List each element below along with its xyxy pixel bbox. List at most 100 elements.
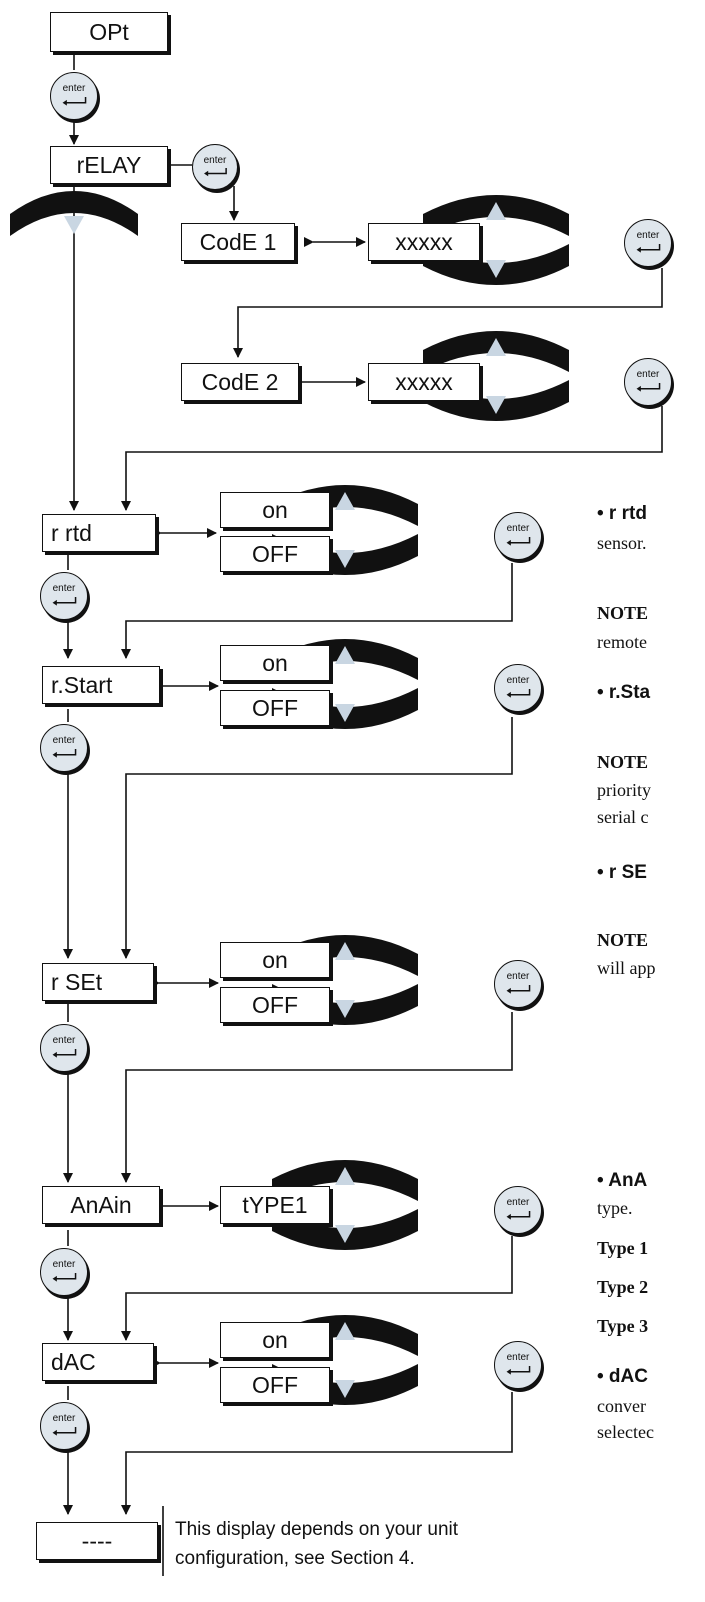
enter-label: enter <box>52 1413 76 1424</box>
r-rtd-off-option[interactable]: OFF <box>220 536 330 572</box>
up-arrow-icon <box>486 202 506 220</box>
enter-label: enter <box>506 675 530 686</box>
off-label: OFF <box>252 991 298 1018</box>
enter-button[interactable]: enter <box>192 144 238 190</box>
up-arrow-icon <box>335 646 355 664</box>
enter-button[interactable]: enter <box>40 572 88 620</box>
enter-button[interactable]: enter <box>494 1341 542 1389</box>
sensor-text: sensor. <box>597 533 647 553</box>
relay-label: rELAY <box>76 151 142 178</box>
enter-button[interactable]: enter <box>494 1186 542 1234</box>
return-arrow-icon <box>506 689 531 698</box>
note1-text: remote <box>597 632 647 652</box>
down-arrow-icon <box>486 396 506 414</box>
anain-value: tYPE1 <box>242 1191 308 1218</box>
note2-line1: priority <box>597 780 651 800</box>
enter-button[interactable]: enter <box>40 1402 88 1450</box>
enter-button[interactable]: enter <box>494 960 542 1008</box>
enter-button[interactable]: enter <box>40 1024 88 1072</box>
down-arrow-icon <box>486 260 506 278</box>
enter-label: enter <box>52 1035 76 1046</box>
enter-button[interactable]: enter <box>494 512 542 560</box>
selected-text: selectec <box>597 1422 654 1442</box>
note2-heading: NOTE <box>597 752 649 772</box>
return-arrow-icon <box>506 985 531 994</box>
dac-box: dAC <box>42 1343 154 1381</box>
return-arrow-icon <box>52 1273 77 1282</box>
enter-button[interactable]: enter <box>624 219 672 267</box>
note3-line1: will app <box>597 958 656 978</box>
r-set-heading: • r SE <box>597 862 647 883</box>
r-start-label: r.Start <box>51 671 113 698</box>
dac-on-option[interactable]: on <box>220 1322 330 1358</box>
enter-button[interactable]: enter <box>50 72 98 120</box>
enter-label: enter <box>506 523 530 534</box>
down-arrow-icon <box>335 704 355 722</box>
type-word: type. <box>597 1198 633 1218</box>
down-paddle-main[interactable] <box>10 191 138 236</box>
opt-box: OPt <box>50 12 168 52</box>
off-label: OFF <box>252 1371 298 1398</box>
r-start-heading: • r.Sta <box>597 682 651 703</box>
r-rtd-box: r rtd <box>42 514 156 552</box>
r-set-box: r SEt <box>42 963 154 1001</box>
note2-line2: serial c <box>597 807 649 827</box>
anain-heading: • AnA <box>597 1170 648 1191</box>
footnote-line1: This display depends on your unit <box>175 1519 459 1540</box>
return-arrow-icon <box>52 1427 77 1436</box>
return-arrow-icon <box>506 1211 531 1220</box>
up-arrow-icon <box>335 942 355 960</box>
anain-box: AnAin <box>42 1186 160 1224</box>
enter-label: enter <box>52 1259 76 1270</box>
enter-button[interactable]: enter <box>494 664 542 712</box>
return-arrow-icon <box>506 1366 531 1375</box>
enter-label: enter <box>52 583 76 594</box>
return-arrow-icon <box>636 383 661 392</box>
r-set-on-option[interactable]: on <box>220 942 330 978</box>
code1-value: xxxxx <box>395 228 453 255</box>
dac-off-option[interactable]: OFF <box>220 1367 330 1403</box>
off-label: OFF <box>252 540 298 567</box>
conver-text: conver <box>597 1396 646 1416</box>
off-label: OFF <box>252 694 298 721</box>
code1-label: CodE 1 <box>199 228 277 255</box>
code2-box: CodE 2 <box>181 363 299 401</box>
code2-value-box[interactable]: xxxxx <box>368 363 480 401</box>
up-arrow-icon <box>486 338 506 356</box>
dac-heading: • dAC <box>597 1366 648 1387</box>
enter-button[interactable]: enter <box>40 724 88 772</box>
type1-label: Type 1 <box>597 1238 649 1258</box>
return-arrow-icon <box>52 749 77 758</box>
r-start-off-option[interactable]: OFF <box>220 690 330 726</box>
code2-value: xxxxx <box>395 368 453 395</box>
end-box: ---- <box>36 1522 158 1560</box>
enter-label: enter <box>506 1352 530 1363</box>
type3-label: Type 3 <box>597 1316 649 1336</box>
down-arrow-icon <box>64 216 84 234</box>
up-arrow-icon <box>335 1167 355 1185</box>
r-start-on-option[interactable]: on <box>220 645 330 681</box>
r-rtd-label: r rtd <box>51 519 92 546</box>
relay-box: rELAY <box>50 146 168 184</box>
enter-label: enter <box>636 369 660 380</box>
enter-label: enter <box>62 83 86 94</box>
r-rtd-on-option[interactable]: on <box>220 492 330 528</box>
anain-value-box[interactable]: tYPE1 <box>220 1186 330 1224</box>
down-arrow-icon <box>335 550 355 568</box>
up-arrow-icon <box>335 492 355 510</box>
enter-label: enter <box>506 971 530 982</box>
code1-box: CodE 1 <box>181 223 295 261</box>
r-rtd-heading: • r rtd <box>597 503 647 524</box>
on-label: on <box>262 1326 288 1353</box>
code1-value-box[interactable]: xxxxx <box>368 223 480 261</box>
r-set-label: r SEt <box>51 968 103 995</box>
note3-heading: NOTE <box>597 930 649 950</box>
enter-label: enter <box>52 735 76 746</box>
note1-heading: NOTE <box>597 603 649 623</box>
opt-label: OPt <box>89 18 129 45</box>
enter-button[interactable]: enter <box>40 1248 88 1296</box>
r-set-off-option[interactable]: OFF <box>220 987 330 1023</box>
anain-label: AnAin <box>70 1191 132 1218</box>
enter-button[interactable]: enter <box>624 358 672 406</box>
